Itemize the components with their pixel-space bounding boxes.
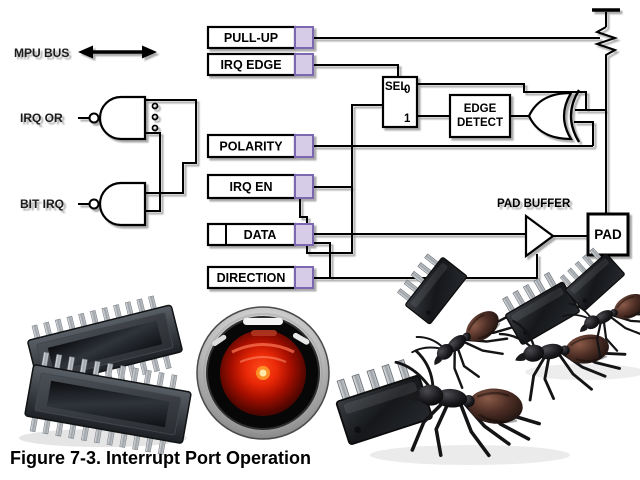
arrow-right-head [142, 45, 157, 59]
register-label: PULL-UP [224, 31, 278, 45]
bit-irq-gate: BIT IRQ [20, 181, 147, 227]
register-label: DIRECTION [217, 271, 286, 285]
register-chip-square [294, 174, 314, 199]
edge-detect-block: EDGE DETECT [448, 93, 512, 139]
register-label: IRQ EN [229, 180, 272, 194]
pad-buffer-label: PAD BUFFER [497, 198, 571, 210]
register-chip-square [294, 134, 314, 158]
ants-image [329, 243, 640, 465]
register-label: IRQ EDGE [220, 58, 281, 72]
irq-or-label: IRQ OR [20, 111, 63, 125]
edge-detect-line1: EDGE [464, 103, 497, 115]
figure-caption: Figure 7-3. Interrupt Port Operation [10, 448, 311, 468]
sel-input-1: 1 [404, 113, 411, 125]
inverter-bubble [88, 112, 100, 124]
sel-title: SEL [385, 81, 407, 93]
pad-buffer-triangle: PAD BUFFER [497, 198, 571, 259]
arrow-left-head [78, 45, 93, 59]
edge-detect-line2: DETECT [457, 117, 503, 129]
register-chip-square [294, 266, 314, 289]
dip-chips-image [19, 295, 192, 455]
dip-chip-bottom [24, 351, 192, 455]
register-irq-en: IRQ EN [206, 173, 314, 200]
mpu-bus-arrow: MPU BUS [14, 45, 157, 60]
pullup-resistor [592, 8, 620, 57]
pad-label: PAD [594, 227, 622, 242]
mpu-bus-label: MPU BUS [14, 46, 69, 60]
register-chip-square [294, 26, 314, 49]
bit-irq-label: BIT IRQ [20, 197, 64, 211]
register-chip-square [294, 223, 314, 246]
irq-or-gate: IRQ OR [20, 95, 159, 141]
xor-gate [527, 89, 581, 143]
hal-eye-image [196, 306, 330, 440]
circuit-diagram: MPU BUS IRQ OR BIT IRQ PULL-UP [14, 8, 630, 290]
register-chip-square [294, 53, 314, 76]
wires [78, 12, 607, 279]
pad-box: PAD [586, 212, 630, 257]
register-label: DATA [244, 228, 277, 242]
register-data: DATA [206, 222, 314, 247]
sel-mux: SEL 0 1 [381, 75, 419, 129]
register-direction: DIRECTION [206, 265, 314, 290]
register-pull-up: PULL-UP [206, 25, 314, 50]
lens-highlight [243, 318, 283, 325]
sel-input-0: 0 [404, 84, 410, 96]
inverter-bubble [88, 198, 100, 210]
register-label: POLARITY [219, 140, 283, 154]
register-irq-edge: IRQ EDGE [206, 52, 314, 77]
register-polarity: POLARITY [206, 133, 314, 159]
